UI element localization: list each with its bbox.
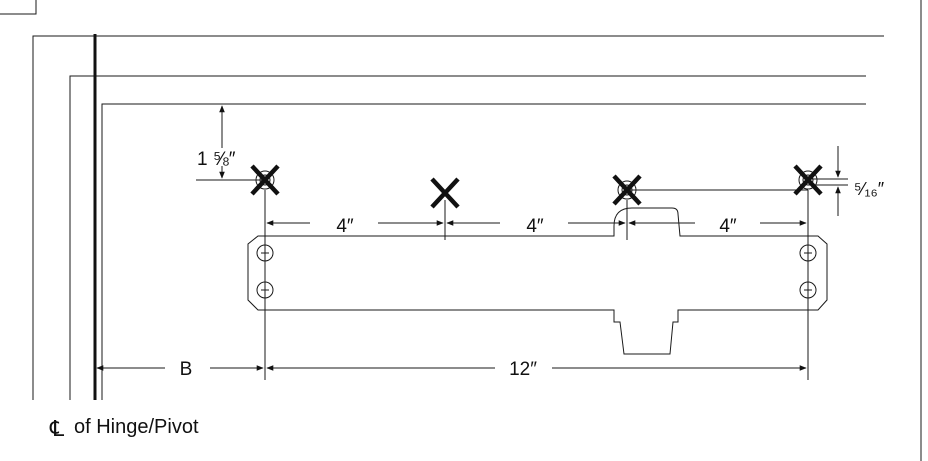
closer-body	[247, 207, 828, 355]
extension-lines	[196, 178, 848, 380]
cross-x-icon	[612, 174, 642, 206]
label-spacing-3: 4″	[719, 216, 737, 237]
door-frame-lines	[32, 34, 884, 400]
label-dim-b: B	[180, 359, 193, 380]
label-hole-offset: ⁵⁄₁₆″	[854, 179, 885, 199]
hinge-caption: of Hinge/Pivot	[74, 416, 199, 438]
cross-x-icon	[250, 164, 280, 196]
label-spacing-1: 4″	[336, 216, 354, 237]
cross-x-icon	[793, 164, 823, 196]
label-top-offset: 1 ⅝″	[197, 149, 236, 170]
label-dim-total: 12″	[509, 359, 537, 380]
label-spacing-2: 4″	[526, 216, 544, 237]
centerline-symbol: ℄	[49, 416, 65, 441]
cross-x-icon	[430, 177, 460, 209]
